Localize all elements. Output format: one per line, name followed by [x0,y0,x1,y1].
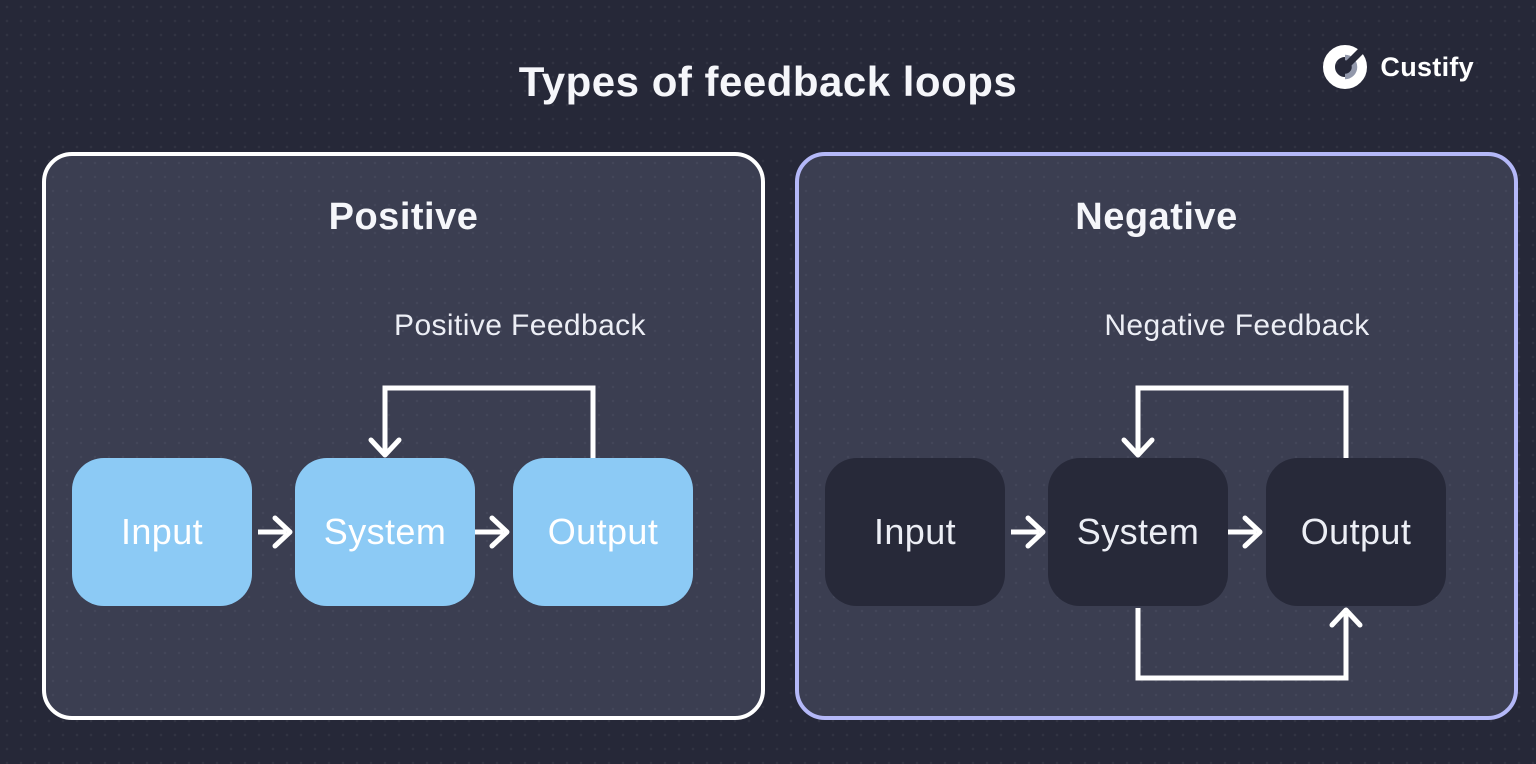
flow-box-system: System [1048,458,1228,606]
page-title: Types of feedback loops [518,58,1018,105]
flow-arrowhead-icon [1025,515,1046,549]
negative-feedback-label: Negative Feedback [1104,309,1370,342]
panel-negative-title: Negative [1075,196,1238,238]
custify-logo-text: Custify [1380,51,1474,82]
negative-connectors [1011,385,1363,681]
flow-arrowhead-icon [489,515,510,549]
feedback-loop-line [1135,608,1349,681]
flow-box-output: Output [513,458,693,606]
custify-logo-icon [1323,45,1368,89]
positive-feedback-label: Positive Feedback [394,309,646,342]
flow-box-input: Input [825,458,1005,606]
panel-positive-title: Positive [328,196,479,238]
panel-positive: Positive Positive Feedback Input System … [42,152,765,720]
feedback-loop-arrowhead-icon [1121,437,1155,458]
flow-box-input: Input [72,458,252,606]
panel-negative: Negative Negative Feedback Input System … [795,152,1518,720]
positive-connectors [258,385,596,549]
flow-arrowhead-icon [272,515,293,549]
flow-box-output: Output [1266,458,1446,606]
feedback-loop-arrowhead-icon [1329,607,1363,628]
feedback-loop-line [1135,385,1349,458]
feedback-loop-line [382,385,596,458]
feedback-loop-arrowhead-icon [368,437,402,458]
custify-logo: Custify [1322,44,1474,90]
flow-box-system: System [295,458,475,606]
flow-arrowhead-icon [1242,515,1263,549]
